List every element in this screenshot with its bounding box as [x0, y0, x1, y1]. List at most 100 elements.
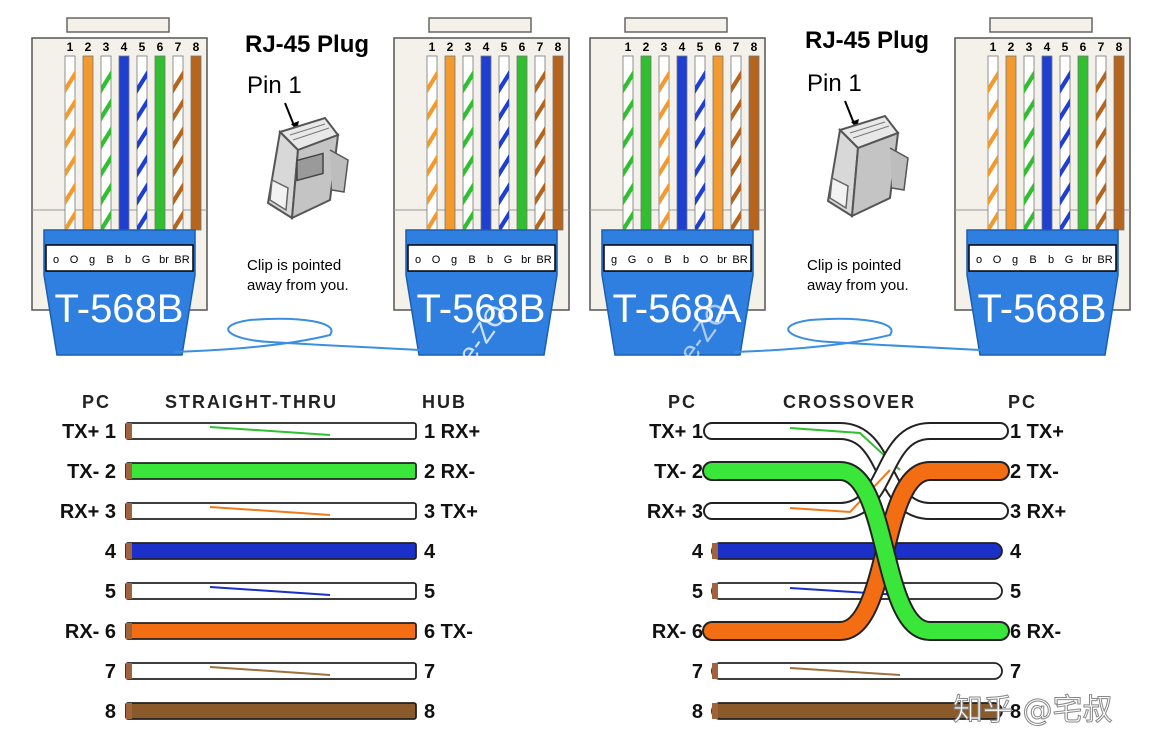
standard-label: T-568B — [417, 287, 546, 331]
clip-note-line2: away from you. — [807, 277, 909, 294]
crossover-left-label: 4 — [692, 541, 704, 563]
pin-number: 4 — [1044, 40, 1051, 54]
color-code: B — [468, 254, 475, 266]
wire-stripe — [731, 182, 741, 206]
wire-stripe — [695, 210, 705, 234]
wire-stripe — [463, 126, 473, 150]
color-code: BR — [732, 254, 747, 266]
color-code: o — [647, 254, 653, 266]
wire-stripe — [101, 126, 111, 150]
pin-number: 2 — [85, 40, 92, 54]
wire — [1005, 55, 1017, 231]
straight-right-label: 3 TX+ — [424, 501, 478, 523]
standard-label: T-568B — [55, 287, 184, 331]
wire-stripe — [1024, 154, 1034, 178]
straight-right-label: 2 RX- — [424, 461, 475, 483]
wire — [480, 55, 492, 231]
wire-stripe — [427, 98, 437, 122]
pin-number: 1 — [625, 40, 632, 54]
crossover-left-label: 7 — [692, 661, 703, 683]
connector-tab — [66, 17, 170, 33]
wire-stripe — [173, 182, 183, 206]
wire-stripe — [101, 182, 111, 206]
straight-wire-stripe — [209, 666, 331, 676]
crossover-left-label: TX- 2 — [654, 461, 703, 483]
wire — [552, 55, 564, 231]
color-code: G — [142, 254, 151, 266]
color-code-strip — [45, 244, 194, 272]
wire-stripe — [535, 98, 545, 122]
straight-title: STRAIGHT-THRU — [165, 392, 338, 412]
connector-tab — [624, 17, 728, 33]
wire-stripe — [463, 154, 473, 178]
straight-wire-stripe — [209, 506, 331, 516]
crossover-wire-7 — [711, 662, 1003, 680]
wire-stripe — [499, 182, 509, 206]
color-code: o — [415, 254, 421, 266]
straight-left-label: RX+ 3 — [60, 501, 116, 523]
wire-stripe — [623, 154, 633, 178]
wire-stripe — [173, 98, 183, 122]
wire-stripe — [988, 154, 998, 178]
wire-stripe — [499, 210, 509, 234]
crossover-left-label: TX+ 1 — [649, 421, 703, 443]
crossover-wire-4 — [711, 542, 1003, 560]
crossover-title: CROSSOVER — [783, 392, 916, 412]
straight-left-label: 7 — [105, 661, 116, 683]
color-code: O — [70, 254, 79, 266]
pin-number: 7 — [1098, 40, 1105, 54]
pin-number: 4 — [121, 40, 128, 54]
color-code: br — [159, 254, 169, 266]
color-code: G — [1065, 254, 1074, 266]
crossover-right-header: PC — [1008, 392, 1037, 412]
color-code-strip — [603, 244, 752, 272]
pin-number: 7 — [175, 40, 182, 54]
pin-number: 7 — [733, 40, 740, 54]
color-code: g — [89, 254, 95, 266]
rj45-plug-info-right: RJ-45 Plug Pin 1 Clip is pointed away fr… — [805, 27, 929, 294]
wire-stripe — [659, 154, 669, 178]
wire-stripe — [1060, 210, 1070, 234]
wire-stripe — [1060, 126, 1070, 150]
pin-number: 3 — [661, 40, 668, 54]
wire-stripe — [1096, 182, 1106, 206]
wire-stripe — [695, 154, 705, 178]
wire-stripe — [1024, 210, 1034, 234]
wire-stripe — [65, 70, 75, 94]
wire-stripe — [988, 126, 998, 150]
wire-stripe — [659, 182, 669, 206]
wire-stripe — [659, 70, 669, 94]
wire-stripe — [427, 154, 437, 178]
wire-stripe — [173, 210, 183, 234]
wire-stripe — [623, 182, 633, 206]
color-code: br — [717, 254, 727, 266]
color-code: g — [611, 254, 617, 266]
plug-title: RJ-45 Plug — [245, 31, 369, 58]
wire — [748, 55, 760, 231]
wire-stripe — [659, 98, 669, 122]
straight-left-label: RX- 6 — [65, 621, 116, 643]
color-code: BR — [1097, 254, 1112, 266]
pin-number: 8 — [1116, 40, 1123, 54]
wire-stripe — [731, 126, 741, 150]
color-code: b — [683, 254, 689, 266]
color-code: G — [504, 254, 513, 266]
wire-stripe — [731, 154, 741, 178]
wire — [712, 55, 724, 231]
pin-number: 3 — [103, 40, 110, 54]
pin-number: 5 — [139, 40, 146, 54]
wire-stripe — [988, 182, 998, 206]
wire-stripe — [101, 210, 111, 234]
crossover-right-label: 2 TX- — [1010, 461, 1059, 483]
color-code-strip — [968, 244, 1117, 272]
straight-right-header: HUB — [422, 392, 467, 412]
